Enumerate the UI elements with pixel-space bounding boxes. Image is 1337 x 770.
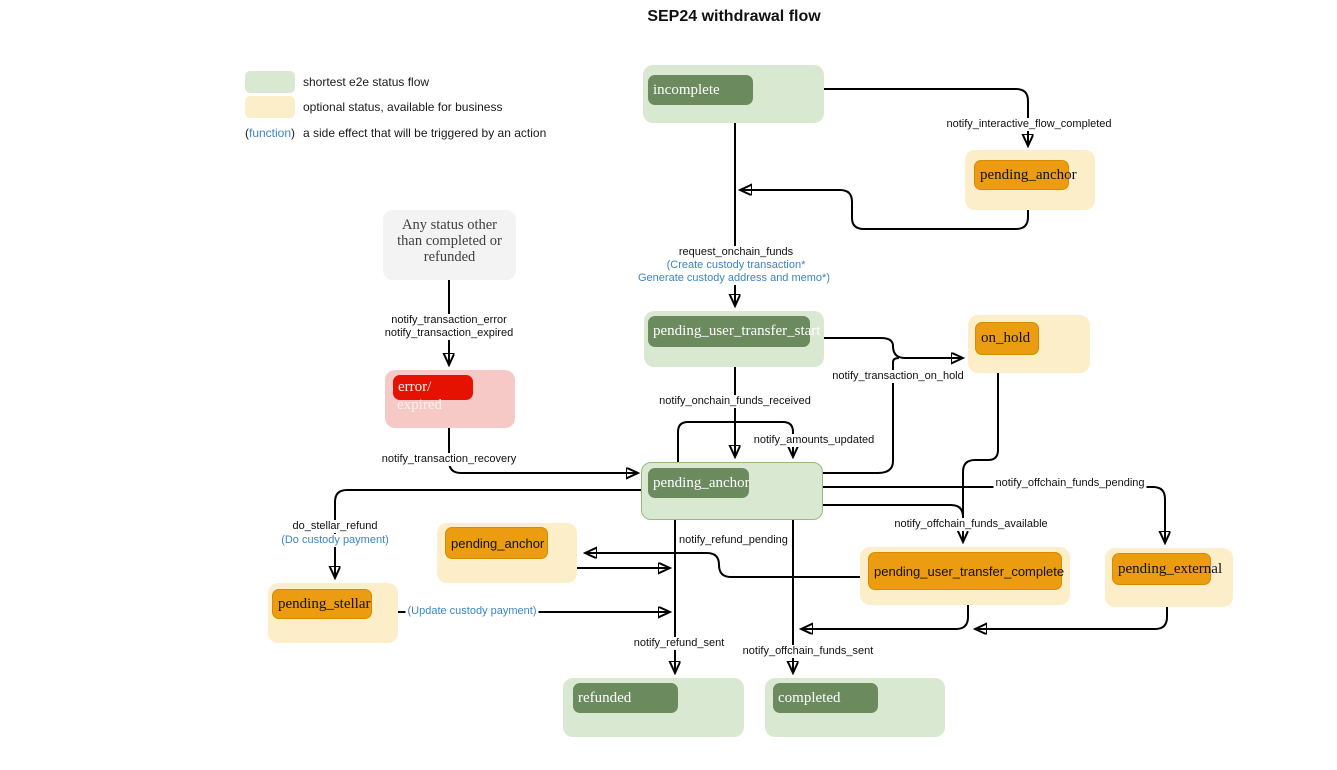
- node-pending-external-label: pending_external: [1112, 553, 1222, 585]
- edge-putc-to-pending-anchor-refund: [586, 553, 860, 578]
- node-error-expired: error/ expired: [385, 370, 515, 428]
- node-pending-anchor-refund-label: pending_anchor: [445, 527, 548, 559]
- node-incomplete-label: incomplete: [648, 75, 753, 105]
- legend-label-side-effect: a side effect that will be triggered by …: [303, 126, 547, 140]
- edge-label-notify-offchain-funds-sent: notify_offchain_funds_sent: [740, 645, 876, 658]
- legend-swatch-yellow: [245, 96, 295, 118]
- edge-label-create-custody-transaction: (Create custody transaction*: [664, 259, 808, 272]
- edge-label-generate-custody-address: Generate custody address and memo*): [636, 272, 832, 285]
- node-completed-label: completed: [773, 683, 878, 713]
- node-any-status-line2: than completed or: [397, 233, 502, 249]
- node-completed: completed: [765, 678, 945, 737]
- node-pending-anchor-refund: pending_anchor: [437, 523, 577, 583]
- node-error-label: error/: [393, 375, 473, 400]
- node-pending-anchor-top: pending_anchor: [965, 150, 1095, 210]
- legend-label-shortest-flow: shortest e2e status flow: [303, 75, 430, 89]
- node-refunded: refunded: [563, 678, 744, 737]
- node-pending-anchor-center-label: pending_anchor: [648, 468, 750, 498]
- legend-paren-close: ): [291, 126, 296, 140]
- page-title: SEP24 withdrawal flow: [647, 8, 821, 25]
- legend-paren-open: (: [245, 126, 249, 140]
- node-pending-user-transfer-complete-label: pending_user_transfer_complete: [868, 552, 1064, 590]
- edge-pending-anchor-self-loop: [677, 421, 793, 462]
- legend-function-token: (function): [245, 126, 295, 140]
- edge-pending-anchor-to-on-hold: [823, 357, 900, 474]
- legend-function-word: function: [249, 126, 292, 140]
- node-pending-user-transfer-complete: pending_user_transfer_complete: [860, 547, 1070, 605]
- edge-pending-external-to-completed-merge: [976, 607, 1168, 629]
- node-pending-anchor-center: pending_anchor: [641, 462, 823, 520]
- edge-pending-anchor-to-pending-external: [823, 486, 1165, 542]
- edge-pending-anchor-to-pending-stellar: [335, 489, 642, 577]
- edge-puts-to-on-hold: [824, 337, 962, 358]
- node-any-status-line3: refunded: [423, 249, 476, 265]
- node-pending-user-transfer-start-label: pending_user_transfer_start: [648, 316, 820, 347]
- edge-incomplete-to-pending-anchor-top: [824, 88, 1028, 145]
- edge-label-notify-offchain-funds-available: notify_offchain_funds_available: [892, 518, 1050, 531]
- edge-label-notify-transaction-expired: notify_transaction_expired: [382, 327, 516, 340]
- edge-putc-to-completed-merge: [802, 605, 969, 629]
- node-incomplete: incomplete: [643, 65, 824, 123]
- edge-label-notify-offchain-funds-pending: notify_offchain_funds_pending: [993, 477, 1147, 490]
- edge-label-request-onchain-funds: request_onchain_funds: [676, 246, 796, 259]
- legend-swatch-green: [245, 71, 295, 93]
- node-pending-stellar-label: pending_stellar: [272, 589, 372, 619]
- edge-label-notify-refund-pending: notify_refund_pending: [677, 534, 790, 547]
- node-on-hold-label: on_hold: [975, 322, 1039, 355]
- edge-label-do-custody-payment: (Do custody payment): [279, 534, 391, 547]
- node-pending-user-transfer-start: pending_user_transfer_start: [644, 311, 824, 367]
- edge-label-notify-amounts-updated: notify_amounts_updated: [751, 434, 877, 447]
- edge-label-notify-transaction-on-hold: notify_transaction_on_hold: [830, 370, 966, 383]
- edge-label-notify-onchain-funds-received: notify_onchain_funds_received: [657, 395, 813, 408]
- node-pending-anchor-top-label: pending_anchor: [974, 160, 1077, 190]
- edge-label-notify-transaction-recovery: notify_transaction_recovery: [379, 453, 519, 466]
- node-expired-label: expired: [397, 397, 442, 413]
- node-any-status: Any status other than completed or refun…: [383, 210, 516, 280]
- node-pending-stellar: pending_stellar: [268, 583, 398, 643]
- edge-label-notify-interactive-flow-completed: notify_interactive_flow_completed: [944, 118, 1114, 131]
- node-pending-external: pending_external: [1105, 548, 1233, 607]
- edge-label-notify-refund-sent: notify_refund_sent: [631, 637, 727, 650]
- edge-error-to-pending-anchor: [448, 428, 637, 473]
- node-any-status-line1: Any status other: [401, 217, 498, 233]
- edge-pending-anchor-top-return: [741, 190, 1029, 230]
- legend-label-optional-status: optional status, available for business: [303, 100, 503, 114]
- node-refunded-label: refunded: [573, 683, 678, 713]
- edge-label-do-stellar-refund: do_stellar_refund: [290, 520, 380, 533]
- edge-label-notify-transaction-error: notify_transaction_error: [389, 314, 509, 327]
- edge-on-hold-to-putc-merge: [962, 373, 999, 525]
- node-on-hold: on_hold: [968, 315, 1090, 373]
- edge-label-update-custody-payment: (Update custody payment): [405, 605, 539, 618]
